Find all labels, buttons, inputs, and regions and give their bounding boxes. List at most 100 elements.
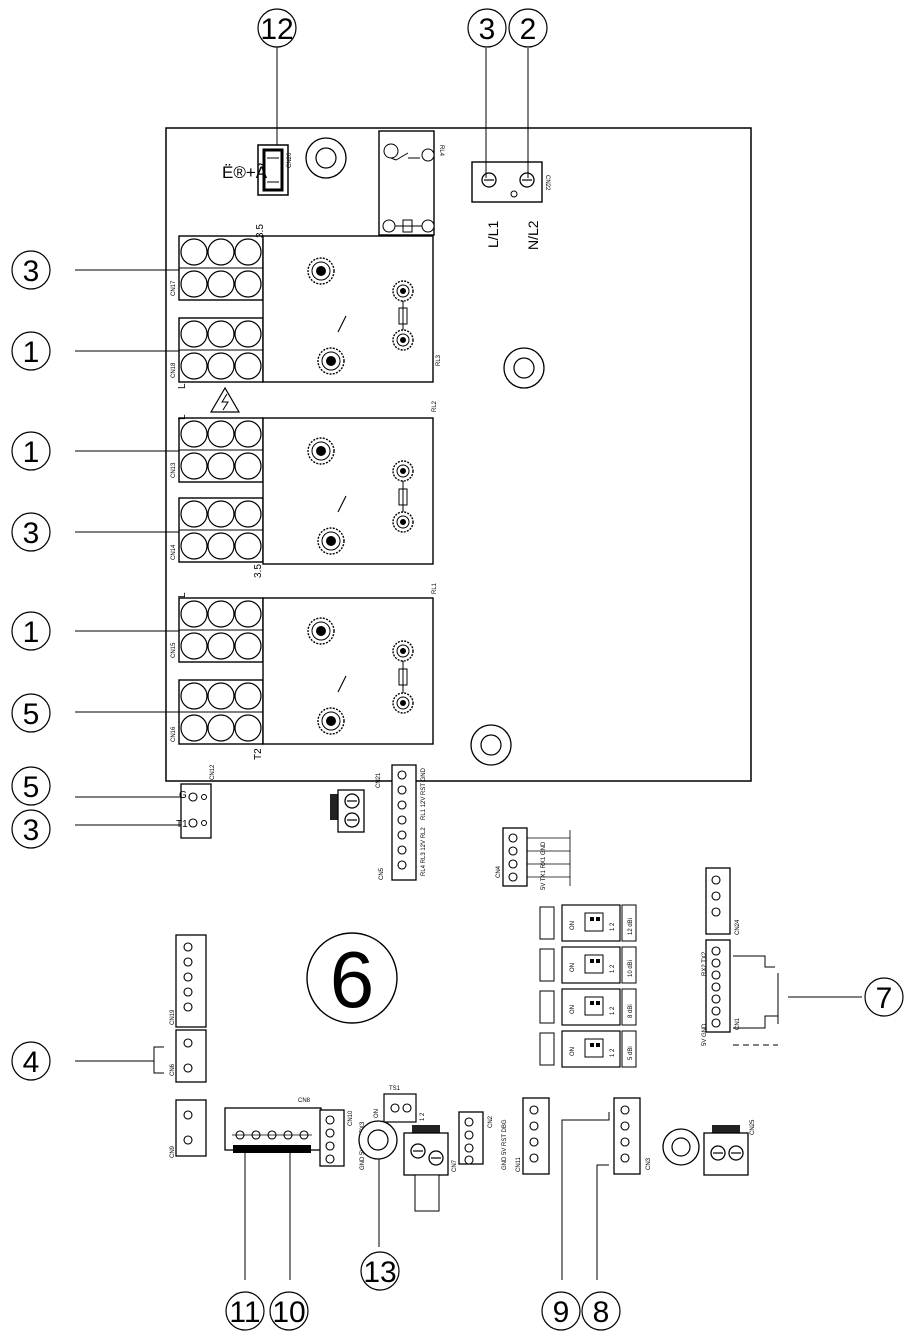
label-cn11: CN11 [516,1156,522,1172]
dip-switch-10dbi[interactable]: ON 1 2 10 dBi [539,946,637,984]
callout-5-a: 5 [11,693,51,733]
connector-cn7: CN7 [403,1125,458,1212]
dip-12dbi-label: 12 dBi [628,918,634,935]
label-ts1-12: 1 2 [420,1112,426,1121]
callout-7: 7 [864,977,904,1017]
label-3-5-mid: 3.5 [253,564,264,578]
terminal-n2-label: N/L2 [525,220,541,250]
label-cn14: CN14 [171,544,177,560]
callout-3-top: 3 [467,8,507,48]
label-cn16: CN16 [171,726,177,742]
dip-12-label: 1 2 [610,1006,616,1015]
callout-3-b-number: 3 [23,517,40,550]
mounting-hole-top [305,137,347,179]
dip-switch-5dbi[interactable]: ON 1 2 5 dBi [539,1030,637,1068]
switch-ts1[interactable]: ON TS1 1 2 [374,1086,426,1123]
dip-switch-8dbi[interactable]: ON 1 2 8 dBi [539,988,637,1026]
label-cn9: CN9 [170,1145,176,1158]
connector-cn19: CN19 [170,934,207,1028]
terminal-cn22: CN22 [471,161,550,203]
connector-cn4: CN4 5V TX1 RX1 GND [496,827,571,890]
dip-12-label: 1 2 [610,1048,616,1057]
callout-13: 13 [360,1251,400,1291]
callout-12: 12 [257,8,297,48]
label-cn8: CN8 [298,1098,311,1104]
dip-switch-12dbi[interactable]: ON 1 2 12 dBi [539,904,637,942]
connector-cn1: CN1 RX2 TX2 5V GND [702,939,741,1046]
label-rl3: RL3 [436,354,442,366]
callout-4: 4 [11,1041,51,1081]
callout-1-c: 1 [11,611,51,651]
connector-cn6: CN6 [170,1029,207,1083]
label-cn12: CN12 [210,764,216,780]
dip-5dbi-label: 5 dBi [628,1046,634,1060]
callout-8: 8 [581,1291,621,1331]
board-center-number: 6 [330,935,375,1024]
callout-3-a: 3 [11,250,51,290]
dip-10dbi-label: 10 dBi [628,960,634,977]
connector-cn9: CN9 [170,1099,207,1158]
label-rl2: RL2 [432,400,438,412]
callout-11-number: 11 [229,1296,260,1329]
callout-1-c-number: 1 [23,616,40,649]
callout-3-a-number: 3 [23,255,40,288]
label-ts1-on: ON [374,1109,380,1118]
usb-connector: CN20 [257,144,293,196]
callout-10: 10 [269,1291,309,1331]
terminal-cn16: CN16 [171,679,264,745]
callout-7-number: 7 [876,982,893,1015]
callout-5-a-number: 5 [23,698,40,731]
dip-on-label: ON [570,963,576,972]
label-cn5: CN5 [379,867,385,880]
relay-rl3: RL3 [262,235,442,383]
board-center-callout: 6 [306,932,398,1024]
label-cn4-pins: 5V TX1 RX1 GND [541,841,547,890]
label-rl4: RL4 [438,145,444,157]
label-g: G [179,790,187,801]
dip-on-label: ON [570,921,576,930]
usb-symbol-label: Ë®+Ã [222,163,268,182]
label-cn15: CN15 [171,642,177,658]
callout-3-c: 3 [11,809,51,849]
callout-5-b: 5 [11,766,51,806]
connector-cn2: CN2 GND 5V RST DBG [458,1111,508,1170]
connector-cn24: CN24 [705,867,741,935]
callout-10-number: 10 [272,1296,305,1329]
connector-cn21-cn5: CN21 CN5 RL1 12V RST GND RL4 RL3 12V RL2 [330,764,427,881]
callout-5-b-number: 5 [23,771,40,804]
dip-8dbi-label: 8 dBi [628,1004,634,1018]
label-cn17: CN17 [171,280,177,296]
label-rl1: RL1 [432,582,438,594]
label-cn18: CN18 [171,362,177,378]
connector-cn12: CN12 [180,764,216,839]
label-l-2: L [177,414,188,420]
mounting-hole-bottom-right [662,1128,700,1166]
label-t2: T2 [253,748,264,760]
dip-12-label: 1 2 [610,922,616,931]
terminal-cn13: CN13 [171,417,264,483]
leader-lines [75,47,862,1280]
terminal-cn15: CN15 [171,597,264,663]
connector-cn10: CN10 GND 5V TX3 RX3 [319,1109,366,1170]
callout-11: 11 [225,1291,265,1331]
relay-rl2: RL2 [262,400,438,565]
relay-rl1: RL1 [262,582,438,745]
callout-8-number: 8 [593,1296,610,1329]
callout-9: 9 [541,1291,581,1331]
label-ts1: TS1 [389,1086,401,1092]
mounting-hole-low [470,724,512,766]
terminal-cn18: CN18 [171,317,264,383]
label-cn22: CN22 [544,175,550,191]
terminal-cn17: CN17 [171,235,264,301]
connector-cn25: CN25 [703,1119,756,1176]
terminal-cn14: CN14 [171,497,264,563]
label-cn21: CN21 [376,772,382,788]
label-cn1: CN1 [735,1017,741,1030]
callout-2-top-number: 2 [520,13,537,46]
label-cn3: CN3 [646,1157,652,1170]
label-t1: T1 [176,819,188,830]
label-cn21-pins: RL1 12V RST GND [421,767,427,820]
callout-3-b: 3 [11,512,51,552]
terminal-l1-label: L/L1 [485,221,501,248]
